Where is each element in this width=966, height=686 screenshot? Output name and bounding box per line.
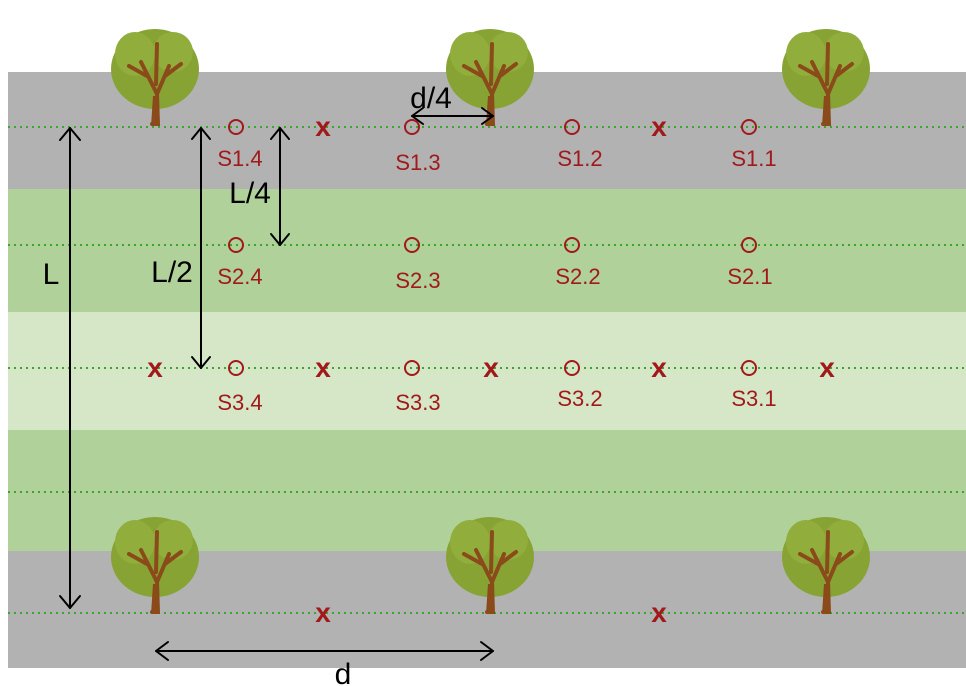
- sampler-circle-s1-3: [404, 119, 420, 135]
- cross-marker: x: [315, 111, 331, 142]
- sampler-circle-s2-3: [404, 237, 420, 253]
- sampler-label: S2.4: [217, 264, 262, 289]
- cross-marker: x: [315, 352, 331, 383]
- sampler-label: S1.3: [395, 150, 440, 175]
- dimension-arrow-l: [59, 127, 81, 609]
- cross-marker: x: [315, 597, 331, 628]
- dimension-arrow-d: [155, 641, 494, 661]
- sampler-label: S2.3: [395, 268, 440, 293]
- dimension-arrow-d-quarter: [411, 107, 494, 125]
- sampler-label: S3.2: [557, 386, 602, 411]
- sampler-label: S1.1: [731, 146, 776, 171]
- sampler-circle-s2-2: [564, 237, 580, 253]
- cross-marker: x: [483, 352, 499, 383]
- sampler-label: S2.2: [555, 264, 600, 289]
- sampler-label: S3.4: [217, 390, 262, 415]
- sampler-label: S2.1: [727, 264, 772, 289]
- cross-marker: x: [147, 352, 163, 383]
- dimension-arrow-l-quarter: [270, 127, 290, 246]
- sampler-circle-s1-1: [741, 119, 757, 135]
- sampler-circle-s1-2: [564, 119, 580, 135]
- sampler-label: S3.3: [395, 390, 440, 415]
- sampler-circle-s3-1: [741, 360, 757, 376]
- dimension-label-d-quarter: d/4: [410, 82, 452, 115]
- dimension-label-l-quarter: L/4: [229, 177, 271, 210]
- dimension-label-d: d: [335, 658, 352, 686]
- cross-marker: x: [651, 352, 667, 383]
- light-band-middle: [8, 312, 966, 430]
- sampler-circle-s1-4: [228, 119, 244, 135]
- dimension-label-l: L: [43, 258, 60, 291]
- green-band-upper: [8, 189, 966, 312]
- sampler-circle-s2-1: [741, 237, 757, 253]
- sampler-circle-s3-3: [404, 360, 420, 376]
- dimension-label-l-half: L/2: [151, 256, 193, 289]
- dimension-arrow-l-half: [191, 127, 211, 369]
- sampler-circle-s2-4: [228, 237, 244, 253]
- sampler-circle-s3-4: [228, 360, 244, 376]
- cross-marker: x: [819, 352, 835, 383]
- cross-marker: x: [651, 597, 667, 628]
- sampler-label: S1.2: [557, 146, 602, 171]
- sampler-label: S1.4: [217, 146, 262, 171]
- cross-marker: x: [651, 111, 667, 142]
- sampler-label: S3.1: [731, 386, 776, 411]
- sampler-circle-s3-2: [564, 360, 580, 376]
